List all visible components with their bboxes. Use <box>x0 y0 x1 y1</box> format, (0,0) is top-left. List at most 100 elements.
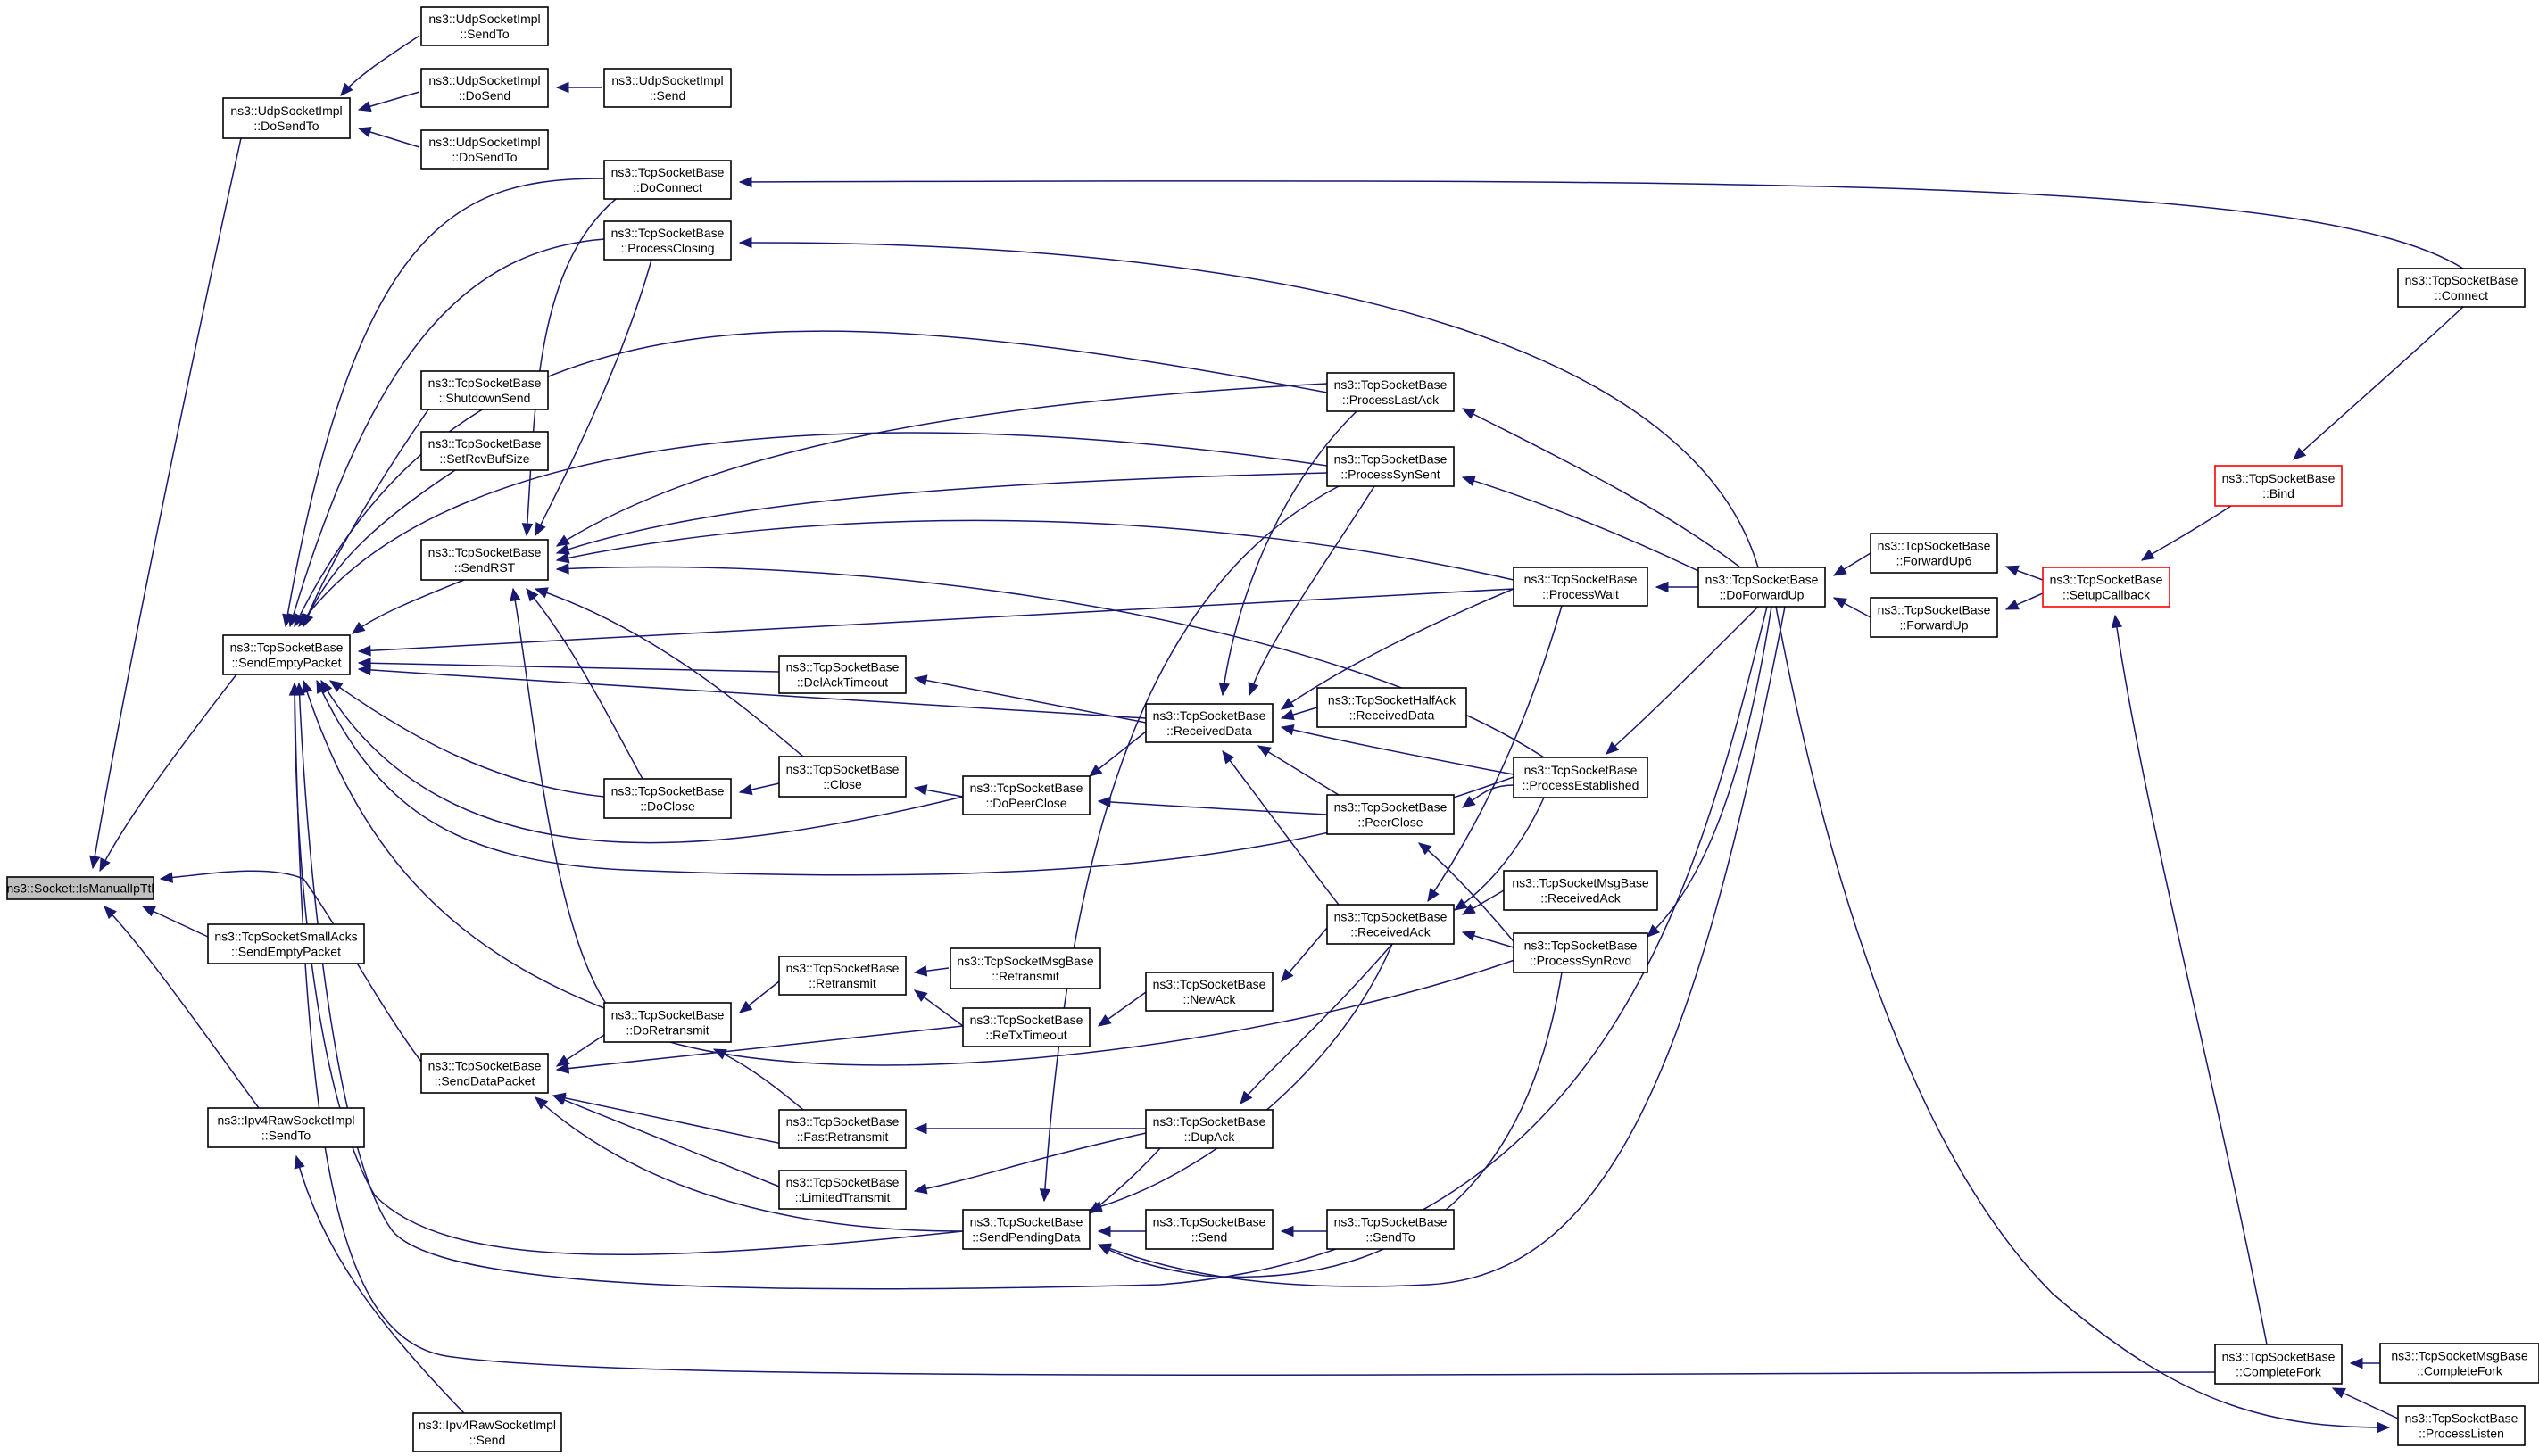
node-udpDoSend[interactable]: ns3::UdpSocketImpl::DoSend <box>420 68 549 108</box>
edge-peerClose-to-doPeerClose <box>1098 800 1328 815</box>
edge-layer <box>89 35 2464 1434</box>
node-recvData[interactable]: ns3::TcpSocketBase::ReceivedData <box>1145 703 1274 743</box>
node-newAck[interactable]: ns3::TcpSocketBase::NewAck <box>1145 972 1274 1012</box>
node-dupAck[interactable]: ns3::TcpSocketBase::DupAck <box>1145 1109 1274 1149</box>
node-procLastAck[interactable]: ns3::TcpSocketBase::ProcessLastAck <box>1326 372 1455 412</box>
node-doClose[interactable]: ns3::TcpSocketBase::DoClose <box>603 778 732 819</box>
node-shutdownSend[interactable]: ns3::TcpSocketBase::ShutdownSend <box>420 370 549 410</box>
node-procListen[interactable]: ns3::TcpSocketBase::ProcessListen <box>2397 1405 2526 1446</box>
arrowhead-close <box>913 784 928 796</box>
node-fastRetx[interactable]: ns3::TcpSocketBase::FastRetransmit <box>778 1109 907 1149</box>
node-doForwardUp[interactable]: ns3::TcpSocketBase::DoForwardUp <box>1697 567 1826 608</box>
node-label: ::SetupCallback <box>2062 588 2151 602</box>
arrowhead-rawSendTo <box>294 1154 305 1170</box>
node-doConnect[interactable]: ns3::TcpSocketBase::DoConnect <box>603 160 732 200</box>
node-box <box>420 129 549 170</box>
arrowhead-fwdUp <box>2004 599 2020 610</box>
arrowhead-sendRST <box>526 588 539 602</box>
node-doPeerClose[interactable]: ns3::TcpSocketBase::DoPeerClose <box>962 775 1091 815</box>
node-completeFork[interactable]: ns3::TcpSocketBase::CompleteFork <box>2214 1344 2343 1385</box>
node-procClosing[interactable]: ns3::TcpSocketBase::ProcessClosing <box>603 220 732 261</box>
node-sendTo[interactable]: ns3::TcpSocketBase::SendTo <box>1326 1209 1455 1250</box>
node-procEst[interactable]: ns3::TcpSocketBase::ProcessEstablished <box>1513 757 1648 798</box>
node-label: ns3::Ipv4RawSocketImpl <box>217 1113 354 1128</box>
arrowhead-completeFork <box>2331 1387 2346 1399</box>
node-bind[interactable]: ns3::TcpSocketBase::Bind <box>2214 465 2343 507</box>
edge-delAck-to-sendEmpty <box>358 662 780 673</box>
node-delAck[interactable]: ns3::TcpSocketBase::DelAckTimeout <box>778 655 907 694</box>
arrowhead-sendData <box>555 1055 570 1067</box>
node-label: ns3::TcpSocketBase <box>611 165 725 179</box>
node-box <box>1326 446 1455 487</box>
arrowhead-recvData <box>1248 682 1259 697</box>
node-label: ::Close <box>823 777 862 791</box>
node-label: ::DoSendTo <box>452 150 517 164</box>
node-halfAckRecv[interactable]: ns3::TcpSocketHalfAck::ReceivedData <box>1316 687 1467 728</box>
node-label: ns3::TcpSocketBase <box>611 226 725 240</box>
node-procSynRcvd[interactable]: ns3::TcpSocketBase::ProcessSynRcvd <box>1513 932 1648 973</box>
node-label: ns3::UdpSocketImpl <box>428 73 540 87</box>
node-sendPending[interactable]: ns3::TcpSocketBase::SendPendingData <box>962 1209 1091 1250</box>
node-msgRetx[interactable]: ns3::TcpSocketMsgBase::Retransmit <box>950 947 1101 989</box>
edge-recvData-to-delAck <box>914 677 1147 724</box>
arrowhead-setupCb <box>2111 614 2123 629</box>
node-box <box>603 220 732 261</box>
arrowhead-limitedTx <box>913 1183 928 1195</box>
node-udpDoSendTo[interactable]: ns3::UdpSocketImpl::DoSendTo <box>222 97 351 139</box>
node-udpSend[interactable]: ns3::UdpSocketImpl::Send <box>603 68 732 108</box>
node-udpSendTo[interactable]: ns3::UdpSocketImpl::SendTo <box>420 6 549 46</box>
node-label: ns3::TcpSocketBase <box>428 376 542 390</box>
node-close[interactable]: ns3::TcpSocketBase::Close <box>778 756 907 798</box>
node-label: ns3::TcpSocketBase <box>611 1008 725 1022</box>
edge-procSynSent-to-sendEmpty <box>298 432 1328 627</box>
arrowhead-recvData <box>1218 682 1230 697</box>
node-msgRecvAck[interactable]: ns3::TcpSocketMsgBase::ReceivedAck <box>1503 870 1658 911</box>
node-peerClose[interactable]: ns3::TcpSocketBase::PeerClose <box>1326 794 1455 835</box>
node-root[interactable]: ns3::Socket::IsManualIpTtl <box>6 876 154 900</box>
node-sendData[interactable]: ns3::TcpSocketBase::SendDataPacket <box>420 1053 549 1094</box>
node-label: ::SendPendingData <box>972 1230 1081 1245</box>
edge-recvData-to-sendEmpty <box>358 668 1147 719</box>
node-procWait[interactable]: ns3::TcpSocketBase::ProcessWait <box>1513 567 1648 607</box>
node-rawSendTo[interactable]: ns3::Ipv4RawSocketImpl::SendTo <box>207 1107 365 1148</box>
node-setupCb[interactable]: ns3::TcpSocketBase::SetupCallback <box>2042 567 2170 608</box>
node-fwdUp[interactable]: ns3::TcpSocketBase::ForwardUp <box>1870 597 1998 638</box>
node-connect[interactable]: ns3::TcpSocketBase::Connect <box>2397 268 2526 308</box>
arrowhead-sendData <box>535 1096 549 1110</box>
node-label: ::ShutdownSend <box>439 391 531 405</box>
node-setRcvBuf[interactable]: ns3::TcpSocketBase::SetRcvBufSize <box>420 431 549 471</box>
arrowhead-retransmit <box>913 989 928 1003</box>
node-fwdUp6[interactable]: ns3::TcpSocketBase::ForwardUp6 <box>1870 533 1998 574</box>
arrowhead-recvData <box>1280 698 1295 710</box>
node-box <box>1326 372 1455 412</box>
node-label: ::SendTo <box>460 27 509 41</box>
node-label: ns3::TcpSocketMsgBase <box>957 954 1094 968</box>
node-label: ns3::TcpSocketBase <box>786 762 900 776</box>
edge-procSynSent-to-recvData <box>1249 485 1375 696</box>
node-box <box>1870 597 1998 638</box>
node-retxTimeout[interactable]: ns3::TcpSocketBase::ReTxTimeout <box>962 1007 1091 1047</box>
node-rawSend[interactable]: ns3::Ipv4RawSocketImpl::Send <box>412 1412 562 1452</box>
node-recvAck[interactable]: ns3::TcpSocketBase::ReceivedAck <box>1326 904 1455 945</box>
edge-close-to-sendRST <box>535 588 804 757</box>
node-retransmit[interactable]: ns3::TcpSocketBase::Retransmit <box>778 956 907 996</box>
edge-shutdownSend-to-sendEmpty <box>303 409 429 627</box>
node-label: ::DoConnect <box>633 180 702 194</box>
node-doRetransmit[interactable]: ns3::TcpSocketBase::DoRetransmit <box>603 1002 732 1043</box>
node-smallAcks[interactable]: ns3::TcpSocketSmallAcks::SendEmptyPacket <box>207 923 365 964</box>
node-send[interactable]: ns3::TcpSocketBase::Send <box>1145 1209 1274 1250</box>
node-box <box>1513 757 1648 798</box>
arrowhead-recvAck <box>1453 898 1468 911</box>
edge-rawSend-to-rawSendTo <box>295 1155 465 1414</box>
arrowhead-sendRST <box>534 587 549 599</box>
node-procSynSent[interactable]: ns3::TcpSocketBase::ProcessSynSent <box>1326 446 1455 487</box>
node-sendRST[interactable]: ns3::TcpSocketBase::SendRST <box>420 539 549 581</box>
edge-dupAck-to-limitedTx <box>914 1132 1147 1192</box>
node-limitedTx[interactable]: ns3::TcpSocketBase::LimitedTransmit <box>778 1170 907 1210</box>
node-msgCompleteFork[interactable]: ns3::TcpSocketMsgBase::CompleteFork <box>2379 1343 2539 1384</box>
node-label: ::DoRetransmit <box>626 1023 709 1038</box>
node-udpDoSendTo2[interactable]: ns3::UdpSocketImpl::DoSendTo <box>420 129 549 170</box>
node-sendEmpty[interactable]: ns3::TcpSocketBase::SendEmptyPacket <box>222 634 351 675</box>
node-box <box>420 431 549 471</box>
node-label: ns3::TcpSocketBase <box>970 781 1083 795</box>
